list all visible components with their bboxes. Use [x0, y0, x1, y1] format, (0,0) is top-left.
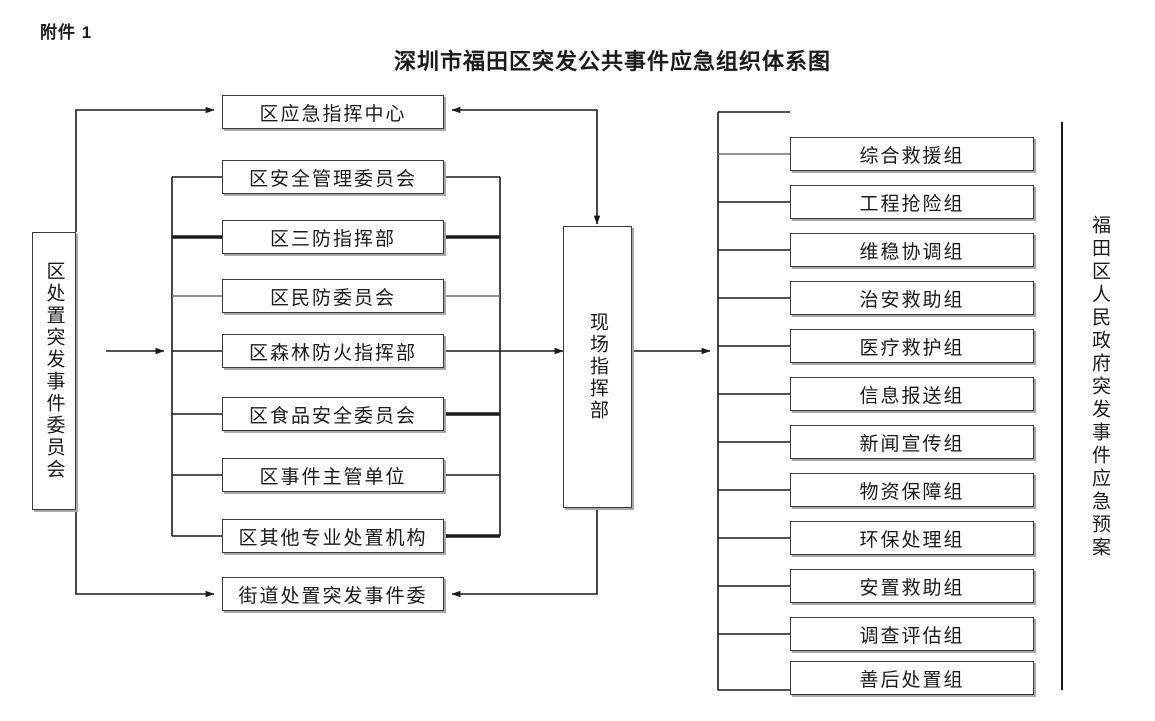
node-middle-2[interactable]: 区三防指挥部	[222, 220, 444, 254]
node-street-committee[interactable]: 街道处置突发事件委	[222, 577, 444, 611]
node-group-6[interactable]: 信息报送组	[790, 377, 1034, 411]
node-group-3[interactable]: 维稳协调组	[790, 233, 1034, 267]
node-group-1[interactable]: 综合救援组	[790, 137, 1034, 171]
node-group-11[interactable]: 调查评估组	[790, 617, 1034, 651]
node-group-7[interactable]: 新闻宣传组	[790, 425, 1034, 459]
page-title: 深圳市福田区突发公共事件应急组织体系图	[0, 44, 1155, 76]
node-group-9[interactable]: 环保处理组	[790, 521, 1034, 555]
node-district-emergency-committee[interactable]: 区处置突发事件委员会	[32, 232, 76, 510]
node-middle-5[interactable]: 区食品安全委员会	[222, 397, 444, 431]
node-middle-7[interactable]: 区其他专业处置机构	[222, 519, 444, 553]
node-group-10[interactable]: 安置救助组	[790, 569, 1034, 603]
label-emergency-plan: 福田区人民政府突发事件应急预案	[1089, 215, 1110, 560]
node-middle-4[interactable]: 区森林防火指挥部	[222, 334, 444, 368]
page-title-text: 深圳市福田区突发公共事件应急组织体系图	[393, 49, 831, 74]
node-middle-3[interactable]: 区民防委员会	[222, 279, 444, 313]
node-group-2[interactable]: 工程抢险组	[790, 185, 1034, 219]
node-group-12[interactable]: 善后处置组	[790, 661, 1034, 695]
node-group-8[interactable]: 物资保障组	[790, 473, 1034, 507]
node-site-command[interactable]: 现场指挥部	[563, 226, 632, 508]
node-group-5[interactable]: 医疗救护组	[790, 329, 1034, 363]
node-emergency-command-center[interactable]: 区应急指挥中心	[222, 95, 444, 129]
node-group-4[interactable]: 治安救助组	[790, 281, 1034, 315]
attachment-label: 附件 1	[40, 23, 93, 42]
node-middle-6[interactable]: 区事件主管单位	[222, 458, 444, 492]
node-middle-1[interactable]: 区安全管理委员会	[222, 160, 444, 194]
